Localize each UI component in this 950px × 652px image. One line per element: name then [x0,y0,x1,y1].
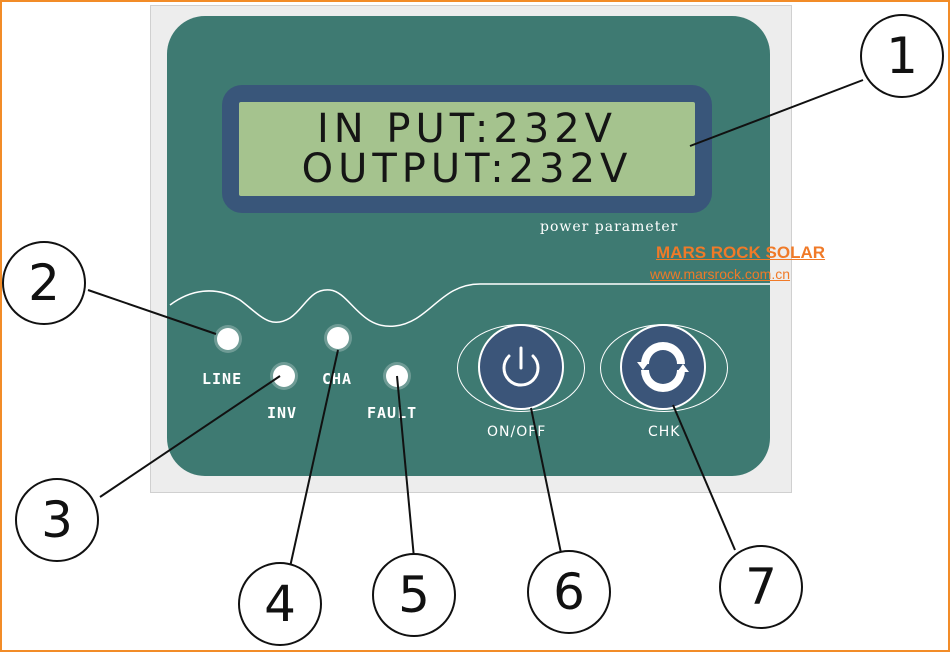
fault-led-label: FAULT [367,404,418,422]
line-led-label: LINE [202,370,243,388]
lcd-display: IN PUT:232V OUTPUT:232V [239,102,695,196]
callout-3: 3 [15,478,99,562]
watermark-url: www.marsrock.com.cn [650,266,791,282]
check-button-label: CHK [648,424,681,440]
callout-4: 4 [238,562,322,646]
cha-led-label: CHA [322,370,353,388]
callout-2: 2 [2,241,86,325]
lcd-input-reading: IN PUT:232V [316,106,618,152]
lcd-caption: power parameter [540,219,679,235]
lcd-output-reading: OUTPUT:232V [301,146,633,192]
fault-led [386,365,408,387]
callout-7: 7 [719,545,803,629]
callout-6: 6 [527,550,611,634]
cycle-icon [637,342,689,392]
inv-led-label: INV [267,404,298,422]
callout-5: 5 [372,553,456,637]
inv-led [273,365,295,387]
power-icon [502,346,540,387]
power-button[interactable] [478,324,564,410]
power-button-label: ON/OFF [487,424,547,440]
cha-led [327,327,349,349]
watermark-brand: MARS ROCK SOLAR [656,243,826,262]
check-button[interactable] [620,324,706,410]
line-led [217,328,239,350]
callout-1: 1 [860,14,944,98]
